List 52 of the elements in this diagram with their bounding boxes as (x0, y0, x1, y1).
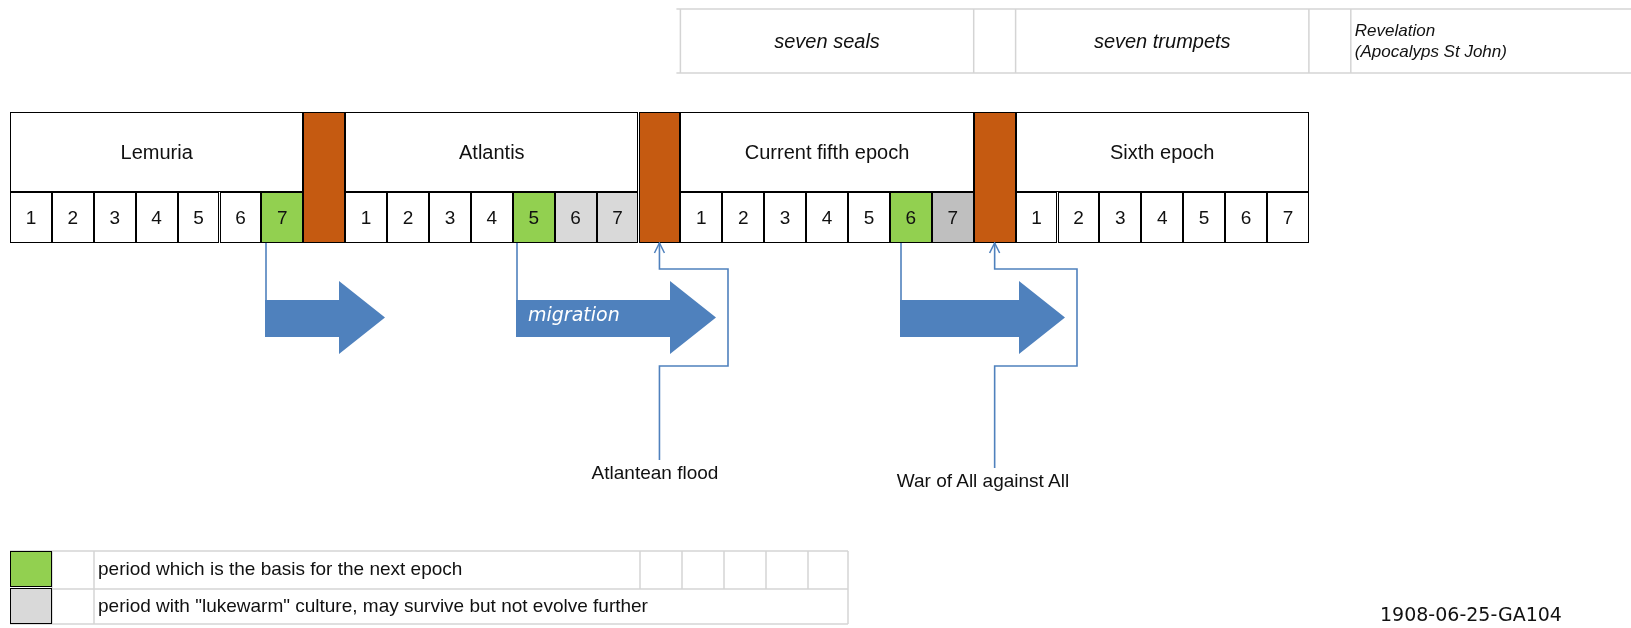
period-cell: 4 (806, 192, 848, 243)
period-cell: 5 (848, 192, 890, 243)
period-cell: 4 (135, 192, 178, 243)
period-cell: 7 (1267, 192, 1309, 243)
column-heading: seven trumpets (1092, 28, 1232, 54)
event-label: Atlantean flood (560, 460, 750, 486)
period-cell: 7 (261, 192, 304, 243)
period-cell: 5 (512, 192, 555, 243)
period-cell: 3 (1099, 192, 1142, 243)
arrow (653, 242, 729, 461)
period-cell: 3 (764, 192, 807, 243)
period-cell: 2 (1057, 192, 1100, 243)
period-cell: 2 (387, 192, 429, 243)
column-heading: Revelation (Apocalyps St John) (1354, 19, 1508, 63)
connector-line (516, 242, 518, 301)
period-cell: 1 (10, 192, 52, 243)
block-arrow (516, 281, 716, 354)
period-cell: 4 (470, 192, 513, 243)
period-cell: 6 (889, 192, 932, 243)
period-cell: 1 (345, 192, 388, 243)
barrier-bar (973, 112, 1016, 243)
legend-text: period with "lukewarm" culture, may survive but not evolve further (98, 594, 648, 618)
period-cell: 4 (1141, 192, 1184, 243)
reference-code: 1908-06-25-GA104 (1380, 603, 1563, 627)
period-cell: 5 (177, 192, 220, 243)
period-cell: 3 (429, 192, 471, 243)
period-cell: 2 (51, 192, 94, 243)
epoch-header: Lemuria (10, 112, 304, 192)
barrier-bar (638, 112, 681, 243)
period-cell: 1 (680, 192, 723, 243)
legend-text: period which is the basis for the next epoch (98, 557, 463, 581)
period-cell: 6 (219, 192, 262, 243)
period-cell: 2 (722, 192, 765, 243)
block-arrow (900, 281, 1065, 354)
arrow-label: migration (528, 303, 620, 325)
period-cell: 1 (1015, 192, 1058, 243)
column-heading: seven seals (773, 28, 881, 54)
epoch-header: Sixth epoch (1015, 112, 1309, 192)
block-arrow (265, 281, 385, 354)
epoch-header: Atlantis (345, 112, 639, 192)
connector-line (900, 242, 902, 301)
period-cell: 6 (554, 192, 597, 243)
connector-line (265, 242, 267, 301)
arrow (988, 242, 1078, 469)
event-label: War of All against All (858, 468, 1108, 494)
period-cell: 5 (1183, 192, 1226, 243)
period-cell: 7 (596, 192, 639, 243)
barrier-bar (303, 112, 346, 243)
epoch-header: Current fifth epoch (680, 112, 974, 192)
period-cell: 7 (931, 192, 974, 243)
period-cell: 3 (93, 192, 136, 243)
period-cell: 6 (1225, 192, 1267, 243)
